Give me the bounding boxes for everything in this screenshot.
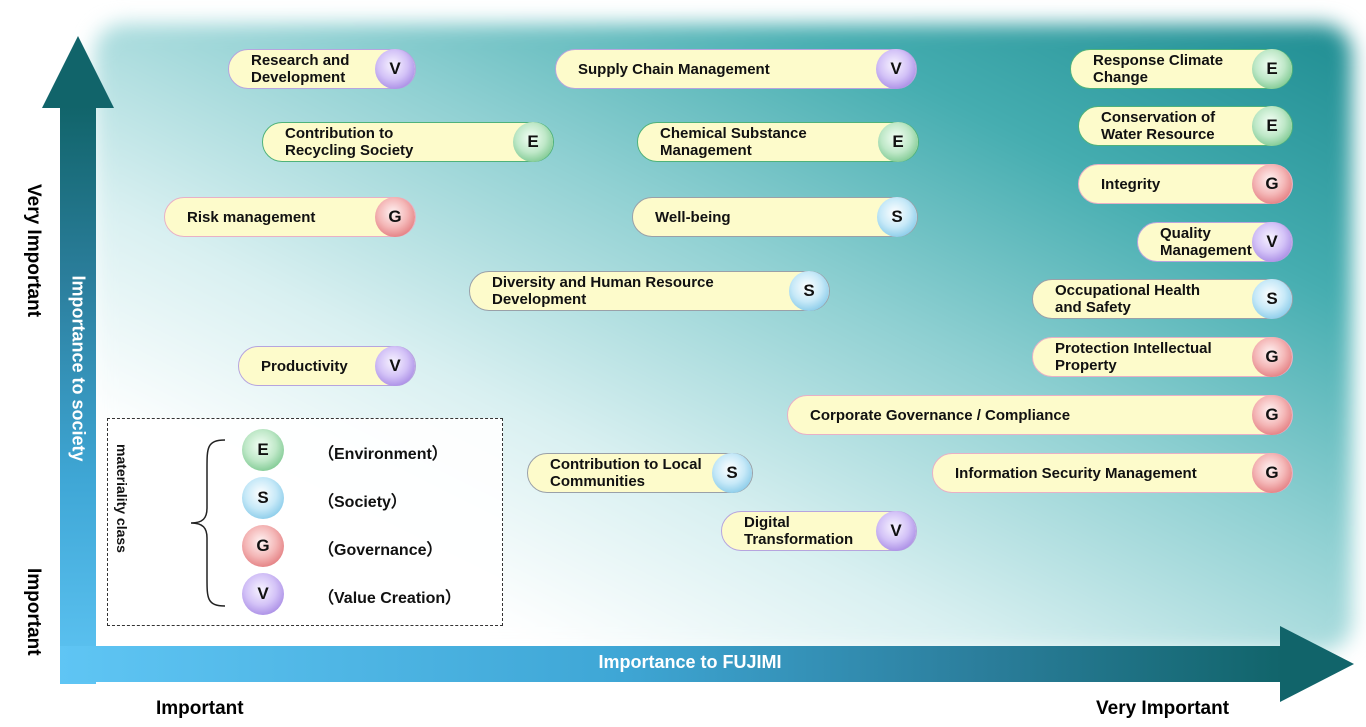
class-badge-e: E: [513, 122, 553, 162]
item-label: Supply Chain Management: [578, 60, 770, 78]
item-chemical-substance-management: Chemical Substance Management E: [637, 122, 919, 162]
legend-badge-g: G: [242, 525, 284, 567]
item-label: Corporate Governance / Compliance: [810, 406, 1071, 424]
item-protection-intellectual-property: Protection Intellectual Property G: [1032, 337, 1293, 377]
item-label: Integrity: [1101, 175, 1161, 193]
item-integrity: Integrity G: [1078, 164, 1293, 204]
item-label: Response Climate Change: [1093, 52, 1224, 86]
item-research-and-development: Research and Development V: [228, 49, 416, 89]
legend-label-value-creation: （Value Creation）: [318, 590, 462, 607]
class-badge-g: G: [375, 197, 415, 237]
item-label: Well-being: [655, 208, 731, 226]
item-conservation-of-water-resource: Conservation of Water Resource E: [1078, 106, 1293, 146]
class-badge-s: S: [712, 453, 752, 493]
legend-badge-s: S: [242, 477, 284, 519]
class-badge-v: V: [375, 346, 415, 386]
class-badge-e: E: [1252, 49, 1292, 89]
item-label: Chemical Substance Management: [660, 125, 807, 159]
item-risk-management: Risk management G: [164, 197, 416, 237]
item-label: Conservation of Water Resource: [1101, 109, 1216, 143]
item-quality-management: Quality Management V: [1137, 222, 1293, 262]
item-response-climate-change: Response Climate Change E: [1070, 49, 1293, 89]
item-label: Occupational Health and Safety: [1055, 282, 1201, 316]
item-label: Quality Management: [1160, 225, 1252, 259]
item-supply-chain-management: Supply Chain Management V: [555, 49, 917, 89]
item-label: Contribution to Recycling Society: [285, 125, 414, 159]
item-productivity: Productivity V: [238, 346, 416, 386]
class-badge-s: S: [877, 197, 917, 237]
class-badge-g: G: [1252, 337, 1292, 377]
class-badge-s: S: [789, 271, 829, 311]
item-corporate-governance-compliance: Corporate Governance / Compliance G: [787, 395, 1293, 435]
legend-badge-v: V: [242, 573, 284, 615]
item-label: Contribution to Local Communities: [550, 456, 702, 490]
item-label: Productivity: [261, 357, 348, 375]
class-badge-v: V: [1252, 222, 1292, 262]
legend-box: [107, 418, 503, 626]
item-label: Protection Intellectual Property: [1055, 340, 1212, 374]
x-axis-high-label: Very Important: [1096, 698, 1230, 719]
item-label: Information Security Management: [955, 464, 1197, 482]
x-axis-bar: [60, 646, 1286, 682]
item-label: Digital Transformation: [744, 514, 854, 548]
y-axis-high-label: Very Important: [23, 184, 44, 318]
class-badge-v: V: [375, 49, 415, 89]
legend-brace: [190, 439, 226, 607]
y-axis-arrowhead: [42, 36, 114, 108]
legend-label-governance: （Governance）: [318, 542, 443, 559]
legend-label-society: （Society）: [318, 494, 407, 511]
item-label: Research and Development: [251, 52, 350, 86]
x-axis-low-label: Important: [156, 698, 244, 719]
class-badge-g: G: [1252, 164, 1292, 204]
class-badge-s: S: [1252, 279, 1292, 319]
class-badge-e: E: [878, 122, 918, 162]
item-contribution-to-local-communities: Contribution to Local Communities S: [527, 453, 753, 493]
y-axis-title: Importance to society: [68, 275, 89, 462]
item-occupational-health-and-safety: Occupational Health and Safety S: [1032, 279, 1293, 319]
item-label: Risk management: [187, 208, 316, 226]
class-badge-e: E: [1252, 106, 1292, 146]
legend-title: materiality class: [114, 444, 130, 553]
item-well-being: Well-being S: [632, 197, 918, 237]
item-information-security-management: Information Security Management G: [932, 453, 1293, 493]
class-badge-g: G: [1252, 395, 1292, 435]
item-diversity-and-human-resource-development: Diversity and Human Resource Development…: [469, 271, 830, 311]
class-badge-g: G: [1252, 453, 1292, 493]
y-axis-low-label: Important: [23, 568, 44, 656]
class-badge-v: V: [876, 49, 916, 89]
legend-label-environment: （Environment）: [318, 446, 448, 463]
class-badge-v: V: [876, 511, 916, 551]
y-axis-bar: [60, 106, 96, 684]
x-axis-arrowhead: [1280, 626, 1354, 702]
item-label: Diversity and Human Resource Development: [492, 274, 714, 308]
legend-badge-e: E: [242, 429, 284, 471]
item-digital-transformation: Digital Transformation V: [721, 511, 917, 551]
item-contribution-to-recycling-society: Contribution to Recycling Society E: [262, 122, 554, 162]
x-axis-title: Importance to FUJIMI: [598, 652, 782, 672]
